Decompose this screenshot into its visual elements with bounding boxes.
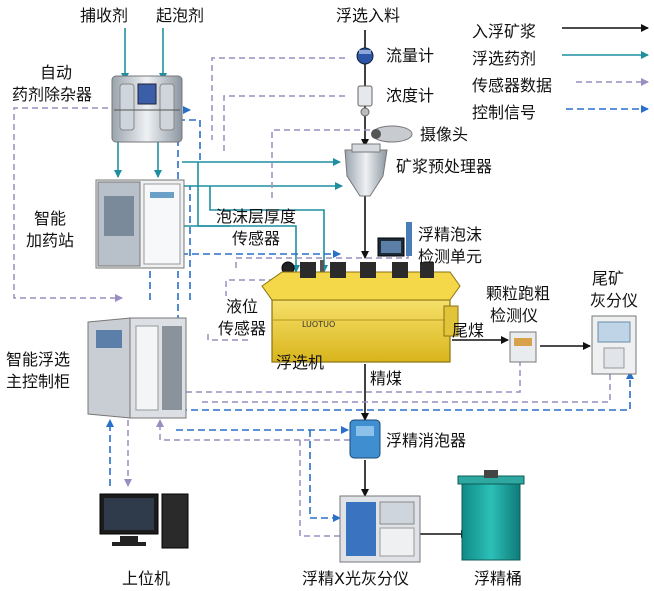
reagent-lines (114, 28, 343, 273)
label-tailing-coal: 尾煤 (452, 321, 485, 340)
label-defoamer: 浮精消泡器 (386, 431, 467, 450)
label-particle-2: 检测仪 (490, 306, 539, 325)
auto-reagent-remover (111, 75, 183, 143)
label-dosing-1: 智能 (34, 209, 67, 228)
label-feed: 浮选入料 (336, 6, 401, 25)
label-concentrate: 精煤 (370, 369, 403, 388)
concentrate-bucket (457, 470, 525, 561)
density-meter (357, 85, 373, 117)
label-pretreat: 矿浆预处理器 (396, 157, 493, 176)
xray-ash-analyzer (339, 495, 421, 563)
label-cabinet-1: 智能浮选 (6, 350, 71, 369)
label-tail-ash-1: 尾矿 (592, 269, 625, 288)
slurry-pretreater (344, 143, 388, 197)
label-flowmeter: 流量计 (386, 46, 435, 65)
flotation-machine: LUOTUO (261, 262, 461, 363)
label-froth-detect-2: 检测单元 (418, 247, 483, 266)
label-machine: 浮选机 (276, 353, 325, 372)
label-particle-1: 颗粒跑粗 (486, 284, 551, 303)
label-bucket: 浮精桶 (474, 569, 523, 588)
camera-device (371, 125, 413, 143)
label-cabinet-2: 主控制柜 (6, 372, 71, 391)
label-dosing-2: 加药站 (26, 231, 75, 250)
label-froth-detect-1: 浮精泡沫 (418, 225, 483, 244)
legend-lines (562, 24, 649, 113)
label-xray: 浮精X光灰分仪 (302, 569, 409, 588)
label-host-pc: 上位机 (122, 569, 171, 588)
label-tail-ash-2: 灰分仪 (590, 291, 639, 310)
machine-brand: LUOTUO (302, 320, 335, 329)
legend-label-reagent: 浮选药剂 (472, 49, 537, 68)
legend-label-control: 控制信号 (472, 103, 537, 122)
host-computer (99, 493, 189, 549)
label-frother: 起泡剂 (156, 6, 205, 25)
label-level-sensor-1: 液位 (226, 297, 259, 316)
legend-label-sensor: 传感器数据 (472, 76, 553, 95)
label-froth-sensor-2: 传感器 (232, 229, 281, 248)
label-auto-remover-1: 自动 (40, 63, 73, 82)
legend-label-slurry: 入浮矿浆 (472, 22, 537, 41)
label-level-sensor-2: 传感器 (218, 319, 267, 338)
label-densimeter: 浓度计 (386, 86, 435, 105)
froth-detection-unit (377, 222, 412, 257)
main-control-cabinet (87, 317, 187, 419)
particle-detector (509, 331, 537, 363)
tailing-ash-analyzer (591, 315, 637, 375)
label-auto-remover-2: 药剂除杂器 (12, 85, 93, 104)
label-collector: 捕收剂 (80, 6, 129, 25)
froth-defoamer (349, 419, 381, 459)
label-camera: 摄像头 (420, 125, 469, 144)
dosing-station (95, 179, 185, 269)
flow-meter (356, 47, 374, 65)
label-froth-sensor-1: 泡沫层厚度 (216, 207, 297, 226)
